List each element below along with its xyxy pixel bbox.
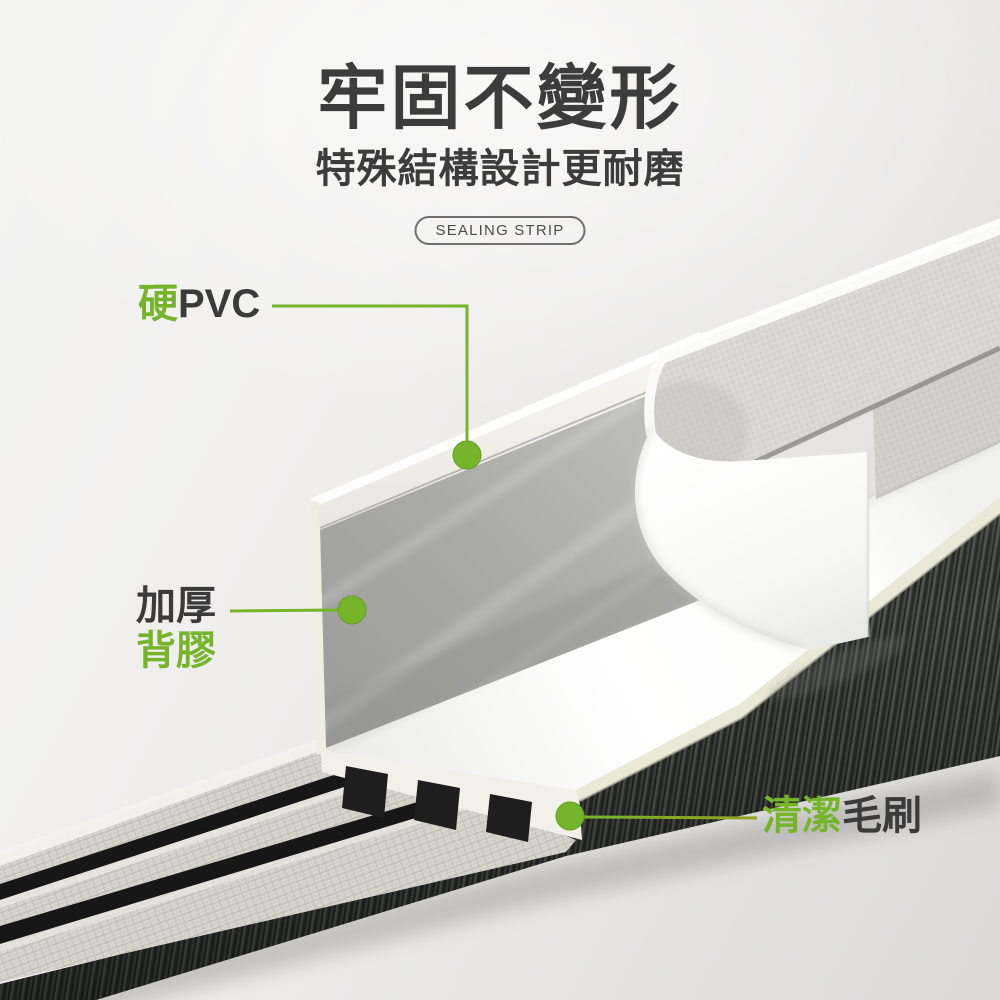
leader-line-adhesive	[229, 608, 341, 613]
callout-brush-highlight: 清潔	[762, 794, 842, 838]
page-subtitle: 特殊結構設計更耐磨	[315, 147, 685, 191]
leader-line-brush	[583, 815, 758, 820]
wall-adhesive-face	[320, 368, 700, 748]
callout-dot-adhesive	[337, 595, 367, 625]
wall-top-rim	[310, 332, 701, 755]
callout-dot-pvc	[452, 440, 482, 470]
sealing-strip-badge: SEALING STRIP	[414, 216, 586, 245]
page-title: 牢固不變形	[317, 59, 683, 137]
base-front-edge	[576, 497, 1000, 802]
release-liner-roll	[644, 218, 1000, 478]
callout-dot-brush	[555, 801, 585, 831]
callout-leaders	[229, 304, 758, 831]
callout-brush-rest: 毛刷	[842, 794, 922, 838]
callout-label-brush: 清潔毛刷	[762, 794, 922, 839]
callout-adhesive-line1: 加厚	[136, 584, 216, 628]
callout-label-pvc: 硬PVC	[138, 282, 260, 327]
release-liner-sheet	[631, 426, 908, 701]
callout-label-adhesive: 加厚 背膠	[136, 584, 216, 674]
callout-pvc-rest: PVC	[178, 282, 261, 326]
leader-line-pvc	[272, 304, 469, 446]
callout-pvc-highlight: 硬	[138, 282, 178, 326]
callout-adhesive-line2: 背膠	[136, 628, 216, 673]
